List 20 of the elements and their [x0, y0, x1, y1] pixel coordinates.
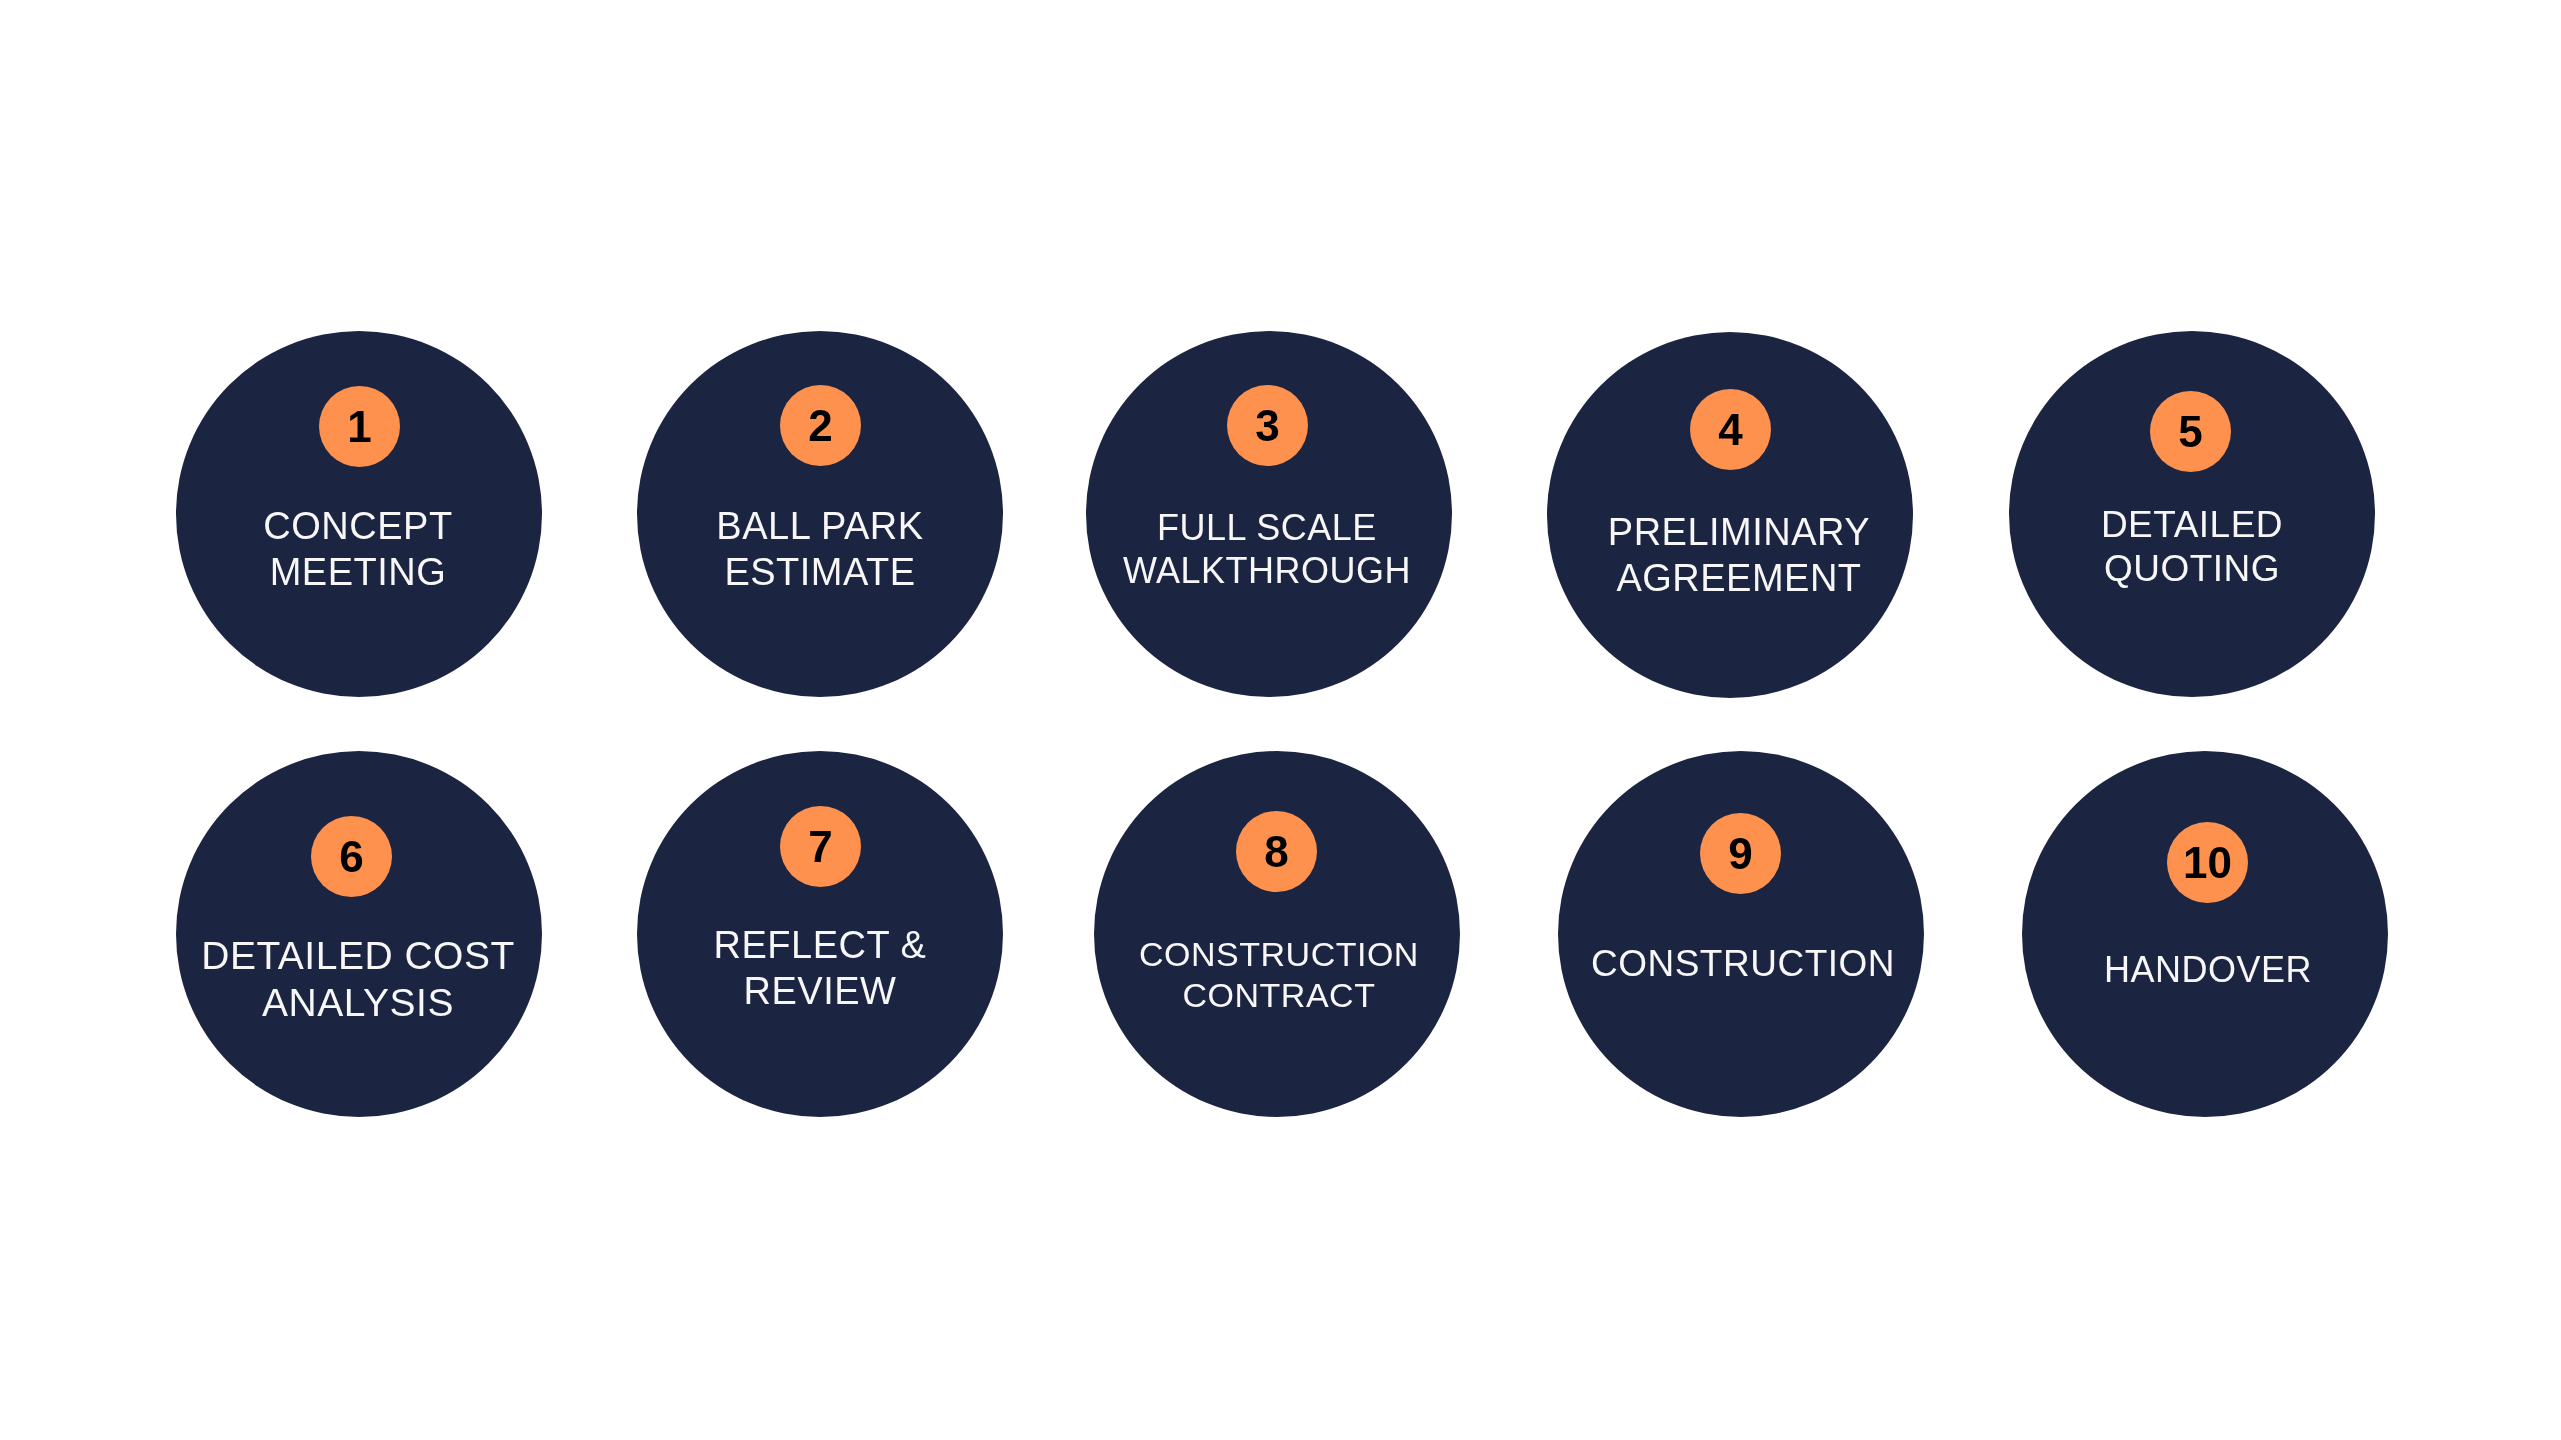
step-label: BALL PARK ESTIMATE	[715, 504, 925, 595]
step-number-badge: 1	[319, 386, 400, 467]
step-label: DETAILED QUOTING	[2099, 502, 2285, 591]
step-number-badge: 7	[780, 806, 861, 887]
step-number-badge: 9	[1700, 813, 1781, 894]
step-label: CONSTRUCTION	[1589, 941, 1896, 986]
step-label: DETAILED COST ANALYSIS	[200, 933, 516, 1026]
step-label: REFLECT & REVIEW	[712, 923, 928, 1014]
step-number-badge: 6	[311, 816, 392, 897]
step-number-badge: 4	[1690, 389, 1771, 470]
step-label: HANDOVER	[2103, 948, 2313, 992]
step-number-badge: 3	[1227, 385, 1308, 466]
step-label: CONSTRUCTION CONTRACT	[1138, 934, 1420, 1016]
step-number-badge: 8	[1236, 811, 1317, 892]
step-label: FULL SCALE WALKTHROUGH	[1121, 505, 1413, 593]
step-number-badge: 5	[2150, 391, 2231, 472]
step-label: CONCEPT MEETING	[262, 504, 454, 595]
step-number-badge: 2	[780, 385, 861, 466]
step-label: PRELIMINARY AGREEMENT	[1606, 510, 1872, 601]
step-number-badge: 10	[2167, 822, 2248, 903]
